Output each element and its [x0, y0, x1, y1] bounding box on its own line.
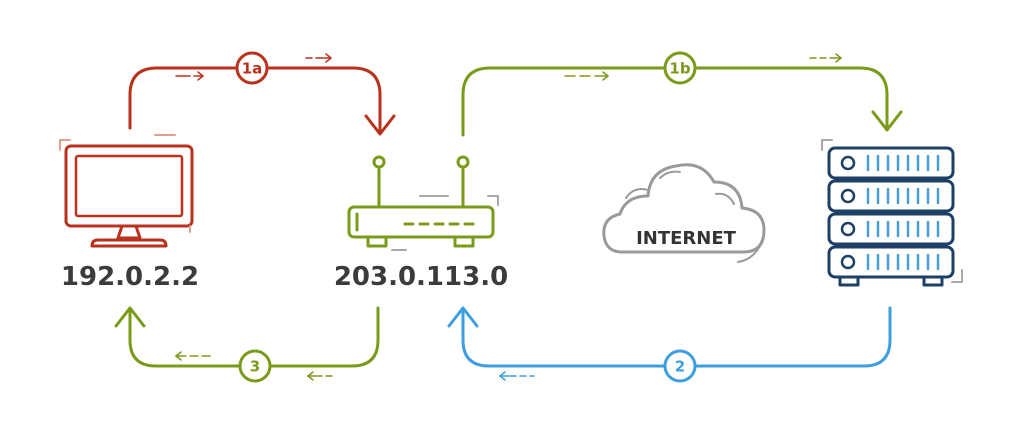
- step-label-3: 3: [250, 358, 260, 376]
- step-label-1b: 1b: [669, 60, 690, 78]
- flow-dashes-2: [498, 371, 535, 381]
- flow-dashes-3: [174, 351, 333, 381]
- router-ip-label: 203.0.113.0: [334, 262, 508, 292]
- monitor-icon: [59, 134, 194, 248]
- cloud-icon: [602, 163, 766, 263]
- router-icon: [347, 155, 499, 251]
- step-badge-1b: 1b: [663, 51, 697, 85]
- server-icon: [821, 139, 963, 287]
- step-label-2: 2: [675, 358, 685, 376]
- internet-label: INTERNET: [636, 228, 737, 249]
- step-badge-1a: 1a: [235, 51, 269, 85]
- client-ip-label: 192.0.2.2: [61, 262, 199, 292]
- flow-dashes-1b: [564, 53, 843, 81]
- step-badge-3: 3: [238, 349, 272, 383]
- flow-dashes-1a: [175, 53, 333, 81]
- step-label-1a: 1a: [242, 60, 263, 78]
- step-badge-2: 2: [663, 349, 697, 383]
